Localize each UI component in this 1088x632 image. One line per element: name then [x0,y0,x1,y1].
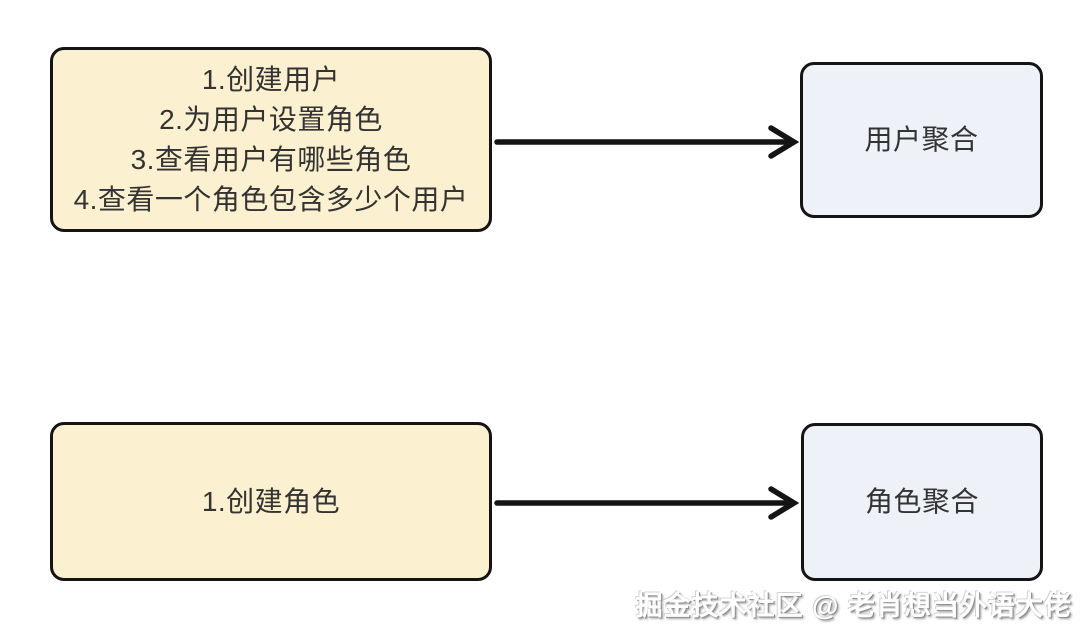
command-line-1: 1.创建用户 [201,63,341,95]
role-flow-arrow-icon [494,486,800,520]
user-commands-box: 1.创建用户 2.为用户设置角色 3.查看用户有哪些角色 4.查看一个角色包含多… [50,47,492,232]
command-line-1: 1.创建角色 [201,485,341,517]
aggregate-label: 用户聚合 [864,124,979,155]
command-line-3: 3.查看用户有哪些角色 [130,143,412,175]
command-line-4: 4.查看一个角色包含多少个用户 [73,183,469,215]
watermark-text: 掘金技术社区 @ 老肖想当外语大佬 [635,591,1072,621]
role-aggregate-box: 角色聚合 [801,423,1043,581]
aggregate-label: 角色聚合 [864,486,979,517]
user-aggregate-box: 用户聚合 [800,62,1043,218]
user-flow-arrow-icon [494,125,800,159]
role-commands-box: 1.创建角色 [50,422,492,581]
command-line-2: 2.为用户设置角色 [159,103,383,135]
